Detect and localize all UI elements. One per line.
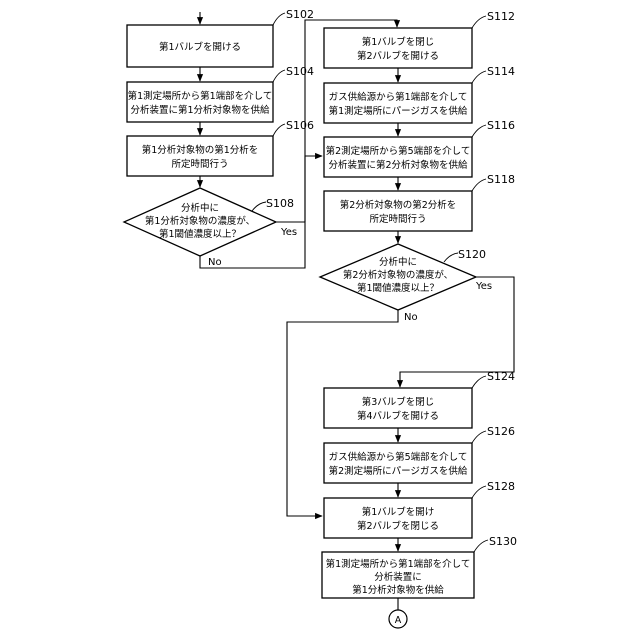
connector-a-label: A [395,615,402,626]
decision-s120-yes-label: Yes [475,281,492,292]
step-s126-id: S126 [487,425,515,438]
step-s112-line-2: 第2バルブを開ける [357,50,439,62]
step-s116-line-1: 第2測定場所から第5端部を介して [326,145,471,157]
step-s104: 第1測定場所から第1端部を介して 分析装置に第1分析対象物を供給 S104 [127,65,314,122]
step-s116-id: S116 [487,119,515,132]
step-s124-line-1: 第3バルブを閉じ [362,396,435,408]
step-s128-line-1: 第1バルブを開け [362,506,435,518]
step-s124: 第3バルブを閉じ 第4バルブを開ける S124 [324,370,515,428]
decision-s108-yes-label: Yes [280,227,297,238]
step-s126: ガス供給源から第5端部を介して 第2測定場所にパージガスを供給 S126 [324,425,515,483]
step-s114: ガス供給源から第1端部を介して 第1測定場所にパージガスを供給 S114 [324,65,515,123]
step-s114-line-1: ガス供給源から第1端部を介して [329,91,468,103]
decision-s120-line-3: 第1閾値濃度以上？ [357,282,439,294]
connector-a: A [389,610,407,628]
step-s116-line-2: 分析装置に第2分析対象物を供給 [328,159,468,171]
step-s118: 第2分析対象物の第2分析を 所定時間行う S118 [324,173,515,231]
decision-s108-line-2: 第1分析対象物の濃度が、 [145,215,255,227]
step-s112-id: S112 [487,10,515,23]
step-s130-line-1: 第1測定場所から第1端部を介して [326,558,471,570]
step-s114-line-2: 第1測定場所にパージガスを供給 [329,105,468,117]
step-s130: 第1測定場所から第1端部を介して 分析装置に 第1分析対象物を供給 S130 [322,535,517,598]
step-s128-id: S128 [487,480,515,493]
decision-s120-line-1: 分析中に [379,256,417,268]
step-s130-line-2: 分析装置に [374,571,422,583]
decision-s120-no-label: No [404,312,418,323]
step-s124-line-2: 第4バルブを開ける [357,410,439,422]
decision-s108-no-label: No [208,257,222,268]
decision-s108: 分析中に 第1分析対象物の濃度が、 第1閾値濃度以上？ S108 Yes No [124,188,297,268]
decision-s120: 分析中に 第2分析対象物の濃度が、 第1閾値濃度以上？ S120 Yes No [320,244,492,323]
step-s106-id: S106 [286,119,314,132]
step-s112: 第1バルブを閉じ 第2バルブを開ける S112 [324,10,515,68]
decision-s108-line-1: 分析中に [181,202,219,214]
step-s124-id: S124 [487,370,515,383]
step-s118-id: S118 [487,173,515,186]
step-s118-line-2: 所定時間行う [369,213,426,225]
step-s104-id: S104 [286,65,314,78]
step-s102-id: S102 [286,8,314,21]
decision-s108-id: S108 [266,197,294,210]
decision-s120-line-2: 第2分析対象物の濃度が、 [343,269,453,281]
step-s118-line-1: 第2分析対象物の第2分析を [340,199,457,211]
step-s114-id: S114 [487,65,515,78]
step-s102: 第1バルブを開ける S102 [127,8,314,67]
step-s130-line-3: 第1分析対象物を供給 [352,584,444,596]
step-s126-line-1: ガス供給源から第5端部を介して [329,451,468,463]
step-s116: 第2測定場所から第5端部を介して 分析装置に第2分析対象物を供給 S116 [324,119,515,177]
step-s104-line-1: 第1測定場所から第1端部を介して [128,90,273,102]
step-s104-line-2: 分析装置に第1分析対象物を供給 [130,104,270,116]
step-s128: 第1バルブを開け 第2バルブを閉じる S128 [324,480,515,538]
decision-s120-id: S120 [458,248,486,261]
step-s130-id: S130 [489,535,517,548]
step-s106-line-1: 第1分析対象物の第1分析を [142,144,259,156]
step-s128-line-2: 第2バルブを閉じる [357,520,439,532]
step-s106: 第1分析対象物の第1分析を 所定時間行う S106 [127,119,314,176]
decision-s108-line-3: 第1閾値濃度以上？ [159,228,241,240]
step-s126-line-2: 第2測定場所にパージガスを供給 [329,465,468,477]
step-s106-line-2: 所定時間行う [171,158,228,170]
step-s102-line-1: 第1バルブを開ける [159,41,241,53]
step-s112-line-1: 第1バルブを閉じ [362,36,435,48]
